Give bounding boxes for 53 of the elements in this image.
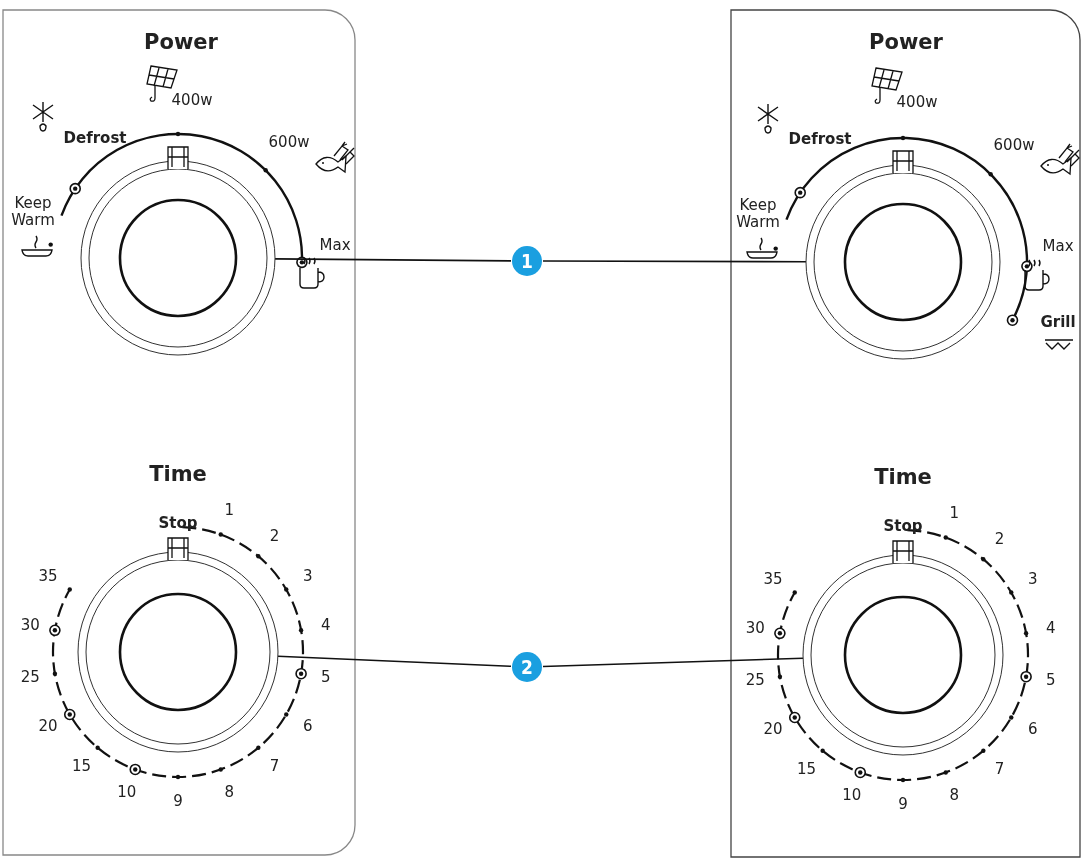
dial-label: Defrost [788, 131, 852, 149]
leader-line [542, 260, 807, 263]
dial-label: 20 [38, 718, 58, 736]
dial-label: 7 [269, 758, 280, 776]
dial-label: 9 [898, 796, 908, 814]
dial-label: 3 [1028, 571, 1038, 589]
dial-label: 25 [20, 669, 40, 687]
dial-label: 8 [949, 787, 960, 805]
dial-label: 4 [320, 617, 331, 635]
dial-label: 8 [224, 784, 235, 802]
dial-label: Grill [1040, 314, 1076, 332]
callout-number: 1 [512, 246, 542, 276]
dial-label: Defrost [63, 130, 127, 148]
dial-label: 1 [949, 505, 960, 523]
dial-label: 1 [224, 502, 235, 520]
dial-label: 25 [745, 672, 765, 690]
control-knob [805, 150, 1001, 360]
dial-label: 5 [1045, 672, 1056, 690]
control-knob [80, 146, 276, 356]
dial-label: 35 [38, 568, 58, 586]
dial-label: 15 [797, 761, 817, 779]
dial-title: Power [144, 29, 218, 55]
leader-line [277, 655, 512, 668]
dial-label: 30 [745, 620, 765, 638]
dial-label: 6 [303, 718, 313, 736]
dial-label: Max [319, 237, 351, 255]
leader-line [274, 258, 512, 262]
dial-label: 6 [1028, 721, 1038, 739]
dial-label: 2 [994, 531, 1005, 549]
callout-number: 2 [512, 652, 542, 682]
dial-label: 10 [117, 784, 137, 802]
dial-label: 10 [842, 787, 862, 805]
dial-label: 2 [269, 528, 280, 546]
dial-label: 400w [171, 92, 213, 110]
dial-label: Keep Warm [10, 194, 56, 230]
dial-label: Max [1042, 238, 1074, 256]
leader-line [542, 657, 804, 668]
dial-label: 600w [993, 137, 1035, 155]
dial-label: 400w [896, 94, 938, 112]
dial-label: 5 [320, 669, 331, 687]
dial-title: Power [869, 29, 943, 55]
dial-label: 9 [173, 793, 183, 811]
dial-label: 3 [303, 568, 313, 586]
dial-title: Time [874, 464, 932, 490]
dial-label: Keep Warm [735, 196, 781, 232]
dial-label: 15 [72, 758, 92, 776]
dial-label: 4 [1045, 620, 1056, 638]
dial-label: 7 [994, 761, 1005, 779]
dial-label: 20 [763, 721, 783, 739]
dial-label: 35 [763, 571, 783, 589]
dial-label: 30 [20, 617, 40, 635]
dial-title: Time [149, 461, 207, 487]
dial-label: 600w [268, 134, 310, 152]
